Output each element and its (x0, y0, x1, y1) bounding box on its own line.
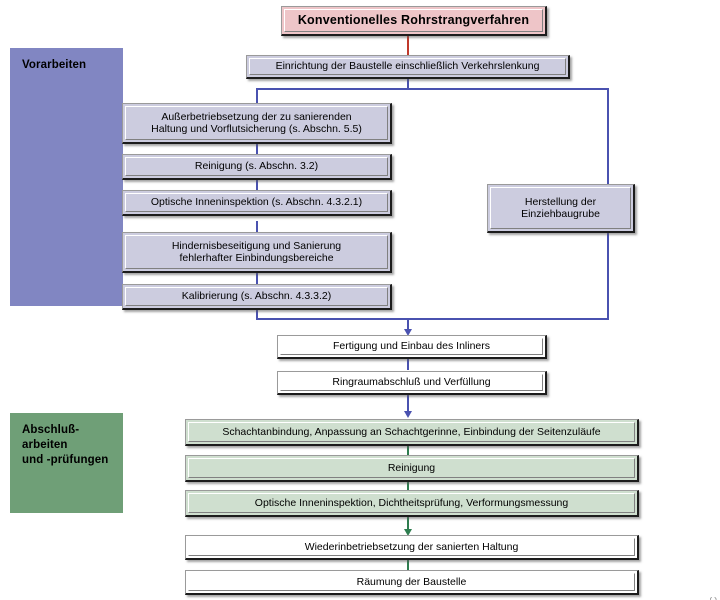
node-optische-inneninspektion-vorarbeiten[interactable]: Optische Inneninspektion (s. Abschn. 4.3… (122, 190, 392, 216)
connector-merge-bus-left (256, 318, 409, 320)
connector-merge-to-fertigung (407, 318, 409, 331)
node-hindernisbeseitigung-label: Hindernisbeseitigung und Sanierung fehle… (171, 239, 342, 265)
connector-title-to-einrichtung (407, 36, 409, 55)
node-title[interactable]: Konventionelles Rohrstrangverfahren (281, 6, 547, 36)
copyright-credit: © UNITRACC (709, 596, 719, 600)
node-einziehbaugrube[interactable]: Herstellung der Einziehbaugrube (487, 184, 635, 233)
band-vorarbeiten: Vorarbeiten (10, 48, 123, 306)
connector-wiederinbetrieb-to-raeumung (407, 559, 409, 570)
node-kalibrierung-label: Kalibrierung (s. Abschn. 4.3.3.2) (181, 290, 332, 303)
node-einrichtung-label: Einrichtung der Baustelle einschließlich… (275, 60, 540, 73)
node-ausserbetriebsetzung[interactable]: Außerbetriebsetzung der zu sanierenden H… (122, 103, 392, 144)
node-reinigung-vorarbeiten[interactable]: Reinigung (s. Abschn. 3.2) (122, 154, 392, 180)
node-kalibrierung[interactable]: Kalibrierung (s. Abschn. 4.3.3.2) (122, 284, 392, 310)
arrowhead-into-wiederinbetrieb (404, 529, 412, 536)
band-vorarbeiten-label: Vorarbeiten (22, 59, 87, 71)
node-optische-inneninspektion-abschluss[interactable]: Optische Inneninspektion, Dichtheitsprüf… (185, 490, 639, 517)
connector-baugrube-down (607, 233, 609, 320)
connector-ringraum-to-schacht (407, 395, 409, 414)
connector-ausserbetrieb-to-reinigung1 (256, 143, 258, 154)
node-title-label: Konventionelles Rohrstrangverfahren (297, 13, 530, 28)
node-optische-inneninspektion-vorarbeiten-label: Optische Inneninspektion (s. Abschn. 4.3… (150, 196, 363, 209)
connector-split-bus (256, 88, 609, 90)
connector-split-right-leg (607, 88, 609, 185)
node-ringraumabschluss-label: Ringraumabschluß und Verfüllung (332, 376, 491, 389)
node-schachtanbindung-label: Schachtanbindung, Anpassung an Schachtge… (222, 425, 601, 438)
connector-reinigung2-to-inspektion2 (407, 481, 409, 492)
node-reinigung-abschluss-label: Reinigung (387, 461, 436, 474)
connector-fertigung-to-ringraum (407, 359, 409, 370)
node-fertigung-inliner[interactable]: Fertigung und Einbau des Inliners (277, 335, 547, 359)
node-einziehbaugrube-label: Herstellung der Einziehbaugrube (521, 195, 600, 221)
node-reinigung-abschluss[interactable]: Reinigung (185, 455, 639, 482)
connector-inspektion1-to-hindernis (256, 221, 258, 232)
node-wiederinbetriebsetzung[interactable]: Wiederinbetriebsetzung der sanierten Hal… (185, 535, 639, 560)
connector-split-left-leg (256, 88, 258, 103)
connector-kalibrierung-down (256, 308, 258, 320)
connector-inspektion2-to-wiederinbetrieb (407, 516, 409, 533)
band-abschlussarbeiten: Abschluß- arbeiten und -prüfungen (10, 413, 123, 513)
node-schachtanbindung[interactable]: Schachtanbindung, Anpassung an Schachtge… (185, 419, 639, 446)
node-optische-inneninspektion-abschluss-label: Optische Inneninspektion, Dichtheitsprüf… (254, 496, 569, 509)
node-wiederinbetriebsetzung-label: Wiederinbetriebsetzung der sanierten Hal… (304, 540, 519, 553)
node-ringraumabschluss[interactable]: Ringraumabschluß und Verfüllung (277, 371, 547, 395)
node-ausserbetriebsetzung-label: Außerbetriebsetzung der zu sanierenden H… (151, 110, 362, 136)
node-fertigung-inliner-label: Fertigung und Einbau des Inliners (332, 340, 491, 353)
connector-hindernis-to-kalibrierung (256, 273, 258, 284)
connector-einrichtung-stub (407, 78, 409, 89)
node-reinigung-vorarbeiten-label: Reinigung (s. Abschn. 3.2) (194, 160, 319, 173)
connector-merge-bus-right (407, 318, 609, 320)
node-hindernisbeseitigung[interactable]: Hindernisbeseitigung und Sanierung fehle… (122, 232, 392, 273)
arrowhead-into-schacht (404, 411, 412, 418)
connector-schacht-to-reinigung2 (407, 446, 409, 457)
node-raeumung-baustelle[interactable]: Räumung der Baustelle (185, 570, 639, 595)
arrowhead-into-fertigung (404, 329, 412, 336)
node-raeumung-baustelle-label: Räumung der Baustelle (356, 575, 467, 588)
band-abschlussarbeiten-label: Abschluß- arbeiten und -prüfungen (22, 424, 109, 466)
node-einrichtung[interactable]: Einrichtung der Baustelle einschließlich… (246, 55, 570, 79)
connector-reinigung1-to-inspektion1 (256, 179, 258, 190)
